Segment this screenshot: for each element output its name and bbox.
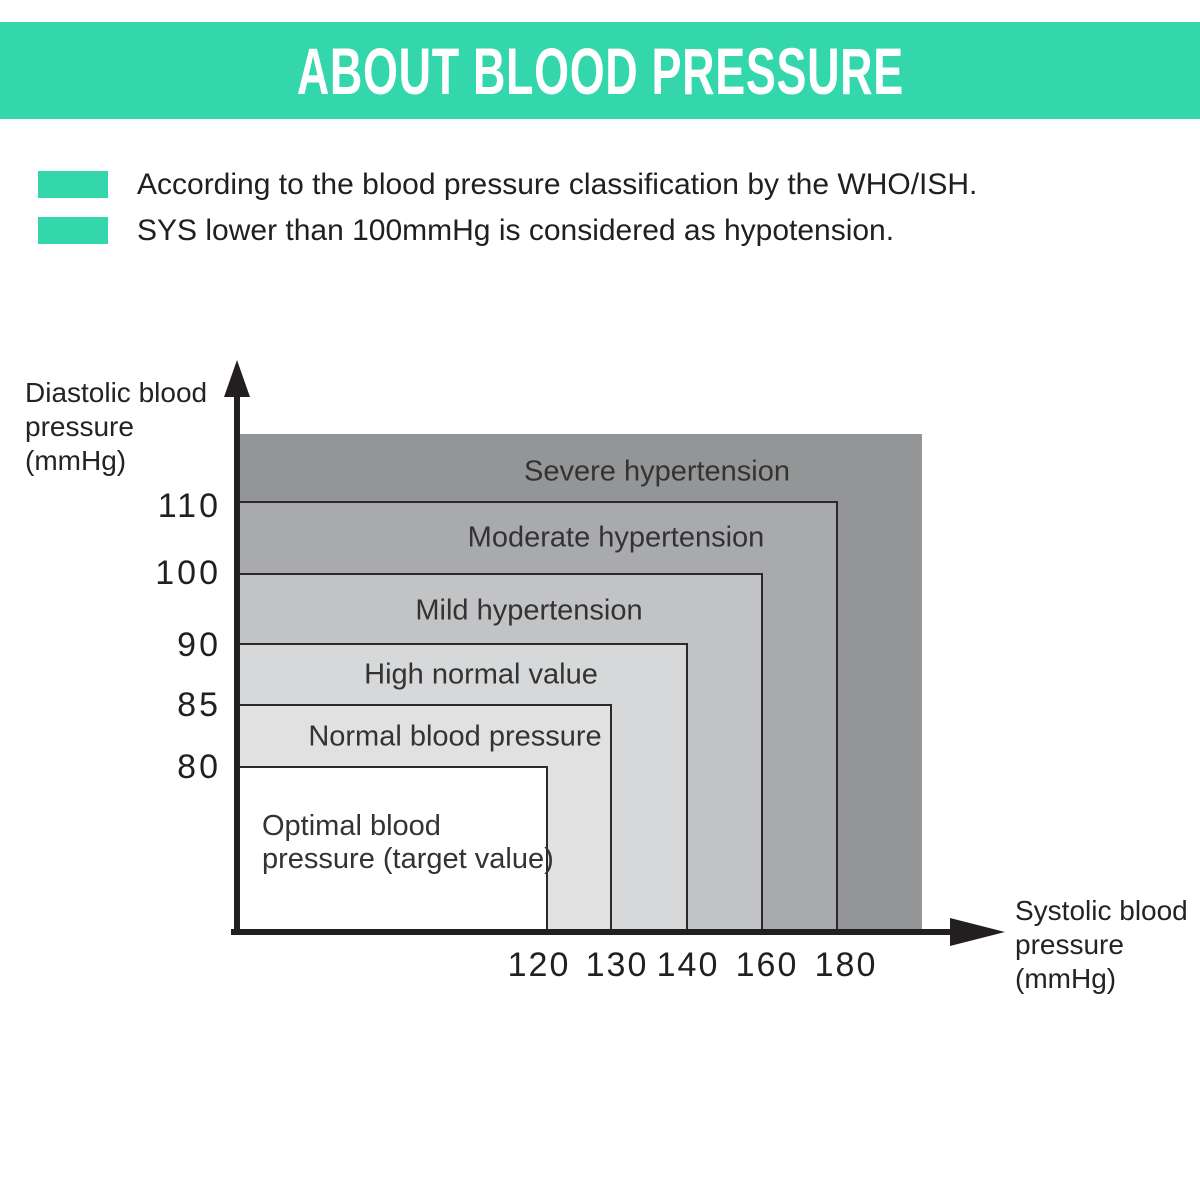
x-axis-line [231,929,955,935]
page-title: ABOUT BLOOD PRESSURE [296,33,904,108]
header-banner: ABOUT BLOOD PRESSURE [0,22,1200,119]
band-label-high-normal-value: High normal value [364,658,598,691]
band-label-mild-hypertension: Mild hypertension [415,594,643,627]
x-tick-140: 140 [656,946,720,984]
x-tick-180: 180 [814,946,878,984]
y-tick-110: 110 [157,487,221,525]
x-axis-title: Systolic blood pressure (mmHg) [1015,895,1188,994]
y-tick-100: 100 [155,554,221,592]
bullet-square-icon [38,171,108,198]
note-row-1: According to the blood pressure classifi… [38,168,978,201]
note-text-1: According to the blood pressure classifi… [137,168,978,201]
band-label-optimal-blood-pressure-target-value: Optimal blood pressure (target value) [262,810,554,875]
band-label-moderate-hypertension: Moderate hypertension [467,521,765,554]
band-label-normal-blood-pressure: Normal blood pressure [308,720,602,753]
note-row-2: SYS lower than 100mmHg is considered as … [38,214,895,247]
note-text-2: SYS lower than 100mmHg is considered as … [137,214,895,247]
y-axis-title: Diastolic blood pressure (mmHg) [25,377,208,476]
x-tick-160: 160 [735,946,799,984]
y-tick-80: 80 [177,748,221,786]
band-label-severe-hypertension: Severe hypertension [524,455,790,488]
x-tick-130: 130 [585,946,649,984]
y-tick-85: 85 [177,686,221,724]
bullet-square-icon [38,217,108,244]
y-axis-arrow-icon [224,360,250,397]
x-axis-arrow-icon [950,918,1005,946]
y-tick-90: 90 [177,626,221,664]
y-axis-line [234,392,240,935]
x-tick-120: 120 [507,946,571,984]
